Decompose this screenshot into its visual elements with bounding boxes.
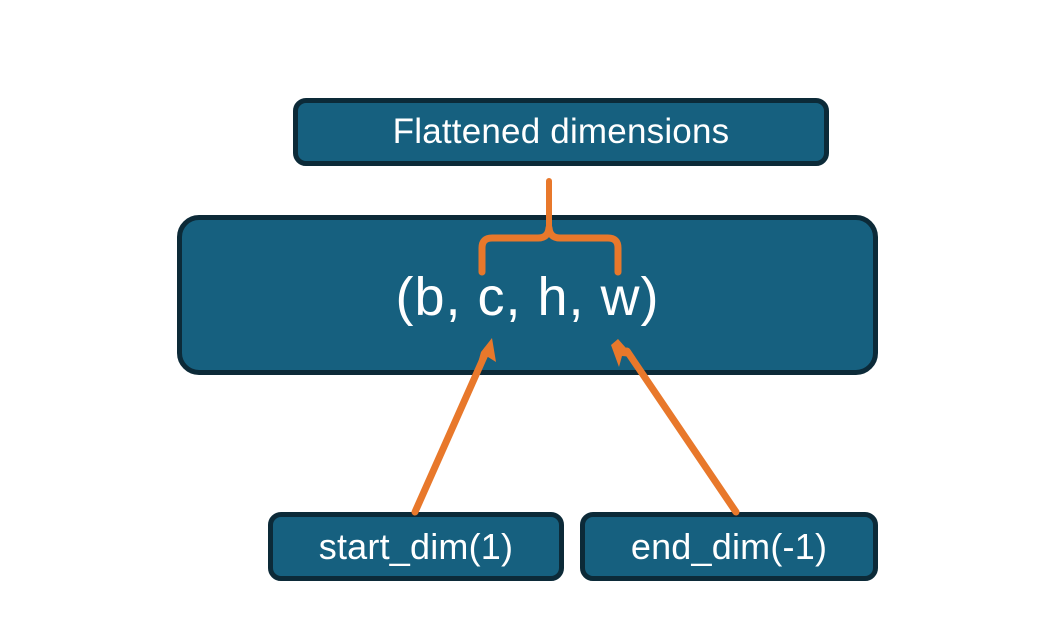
start-dim-label: start_dim(1) <box>318 525 514 567</box>
flattened-dimensions-node[interactable]: Flattened dimensions <box>293 98 829 166</box>
tensor-shape-label: (b, c, h, w) <box>395 267 660 327</box>
end-dim-label: end_dim(-1) <box>630 525 828 567</box>
tensor-shape-node[interactable]: (b, c, h, w) <box>177 215 878 375</box>
start-dim-node[interactable]: start_dim(1) <box>268 512 564 581</box>
flattened-dimensions-label: Flattened dimensions <box>392 112 730 151</box>
end-dim-node[interactable]: end_dim(-1) <box>580 512 878 581</box>
